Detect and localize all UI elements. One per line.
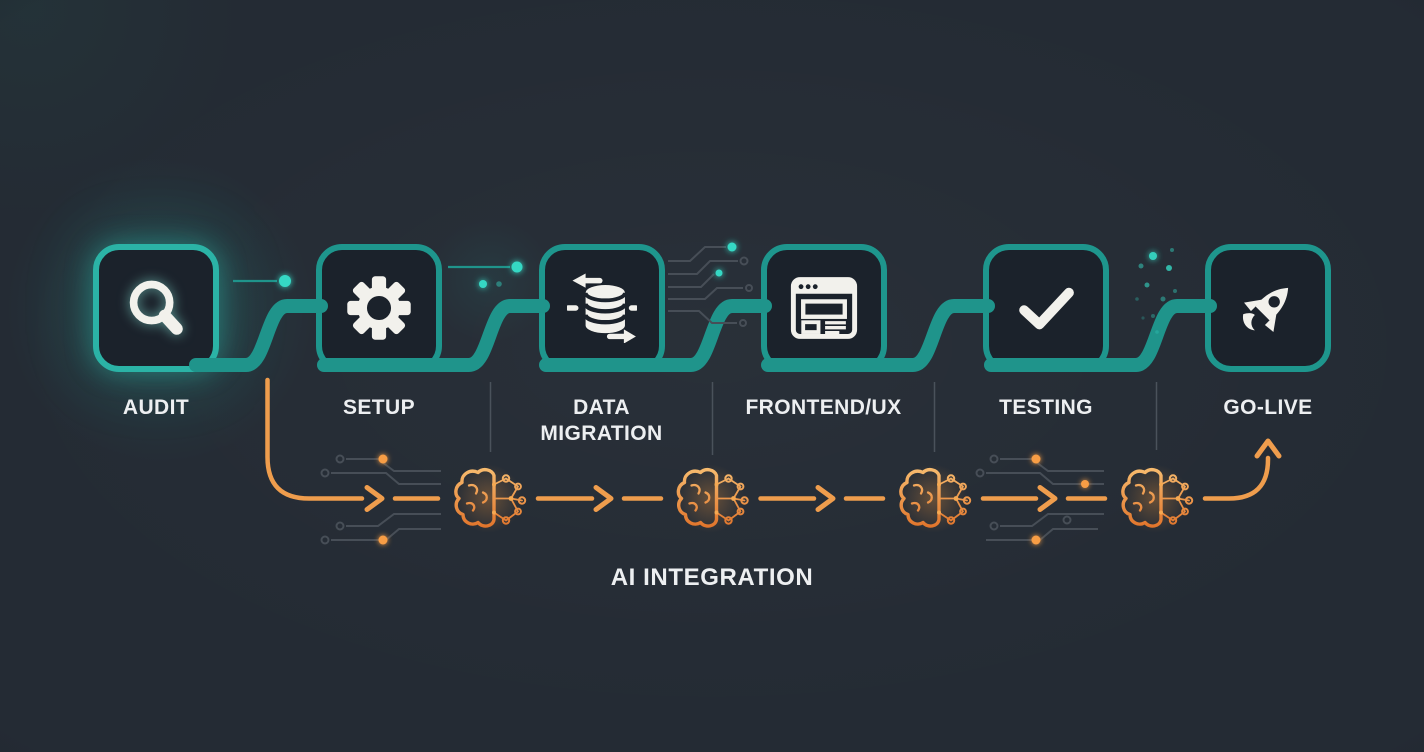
gear-icon xyxy=(347,276,411,340)
ai-brain-icon xyxy=(887,452,979,545)
step-label-audit: AUDIT xyxy=(122,396,190,419)
ai-circuit-traces xyxy=(320,454,1104,545)
magnifier-icon xyxy=(129,280,183,335)
step-box-audit xyxy=(93,244,219,372)
step-box-data-migration xyxy=(538,244,665,372)
step-label-go-live: GO-LIVE xyxy=(1223,396,1313,419)
ai-brain-icon xyxy=(664,452,757,545)
step-label-setup: SETUP xyxy=(342,396,415,419)
step-box-setup xyxy=(316,244,442,372)
ai-integration-label: AI INTEGRATION xyxy=(610,564,814,591)
step-box-frontend-ux xyxy=(760,244,887,372)
browser-window-icon xyxy=(790,277,857,339)
database-transfer-icon xyxy=(566,273,637,343)
ai-circuit-nodes xyxy=(378,454,1089,545)
step-label-frontend-ux: FRONTEND/UX xyxy=(745,396,902,419)
rocket-icon xyxy=(1242,287,1289,332)
step-label-testing: TESTING xyxy=(999,396,1093,419)
step-box-go-live xyxy=(1205,244,1331,372)
ai-brain-icon xyxy=(442,452,534,545)
ai-route-arrows xyxy=(364,438,1282,512)
step-label-data-migration: DATA MIGRATION xyxy=(540,396,663,445)
checkmark-icon xyxy=(1019,287,1074,330)
step-box-testing xyxy=(983,244,1109,372)
ai-brain-icon xyxy=(1109,452,1201,545)
